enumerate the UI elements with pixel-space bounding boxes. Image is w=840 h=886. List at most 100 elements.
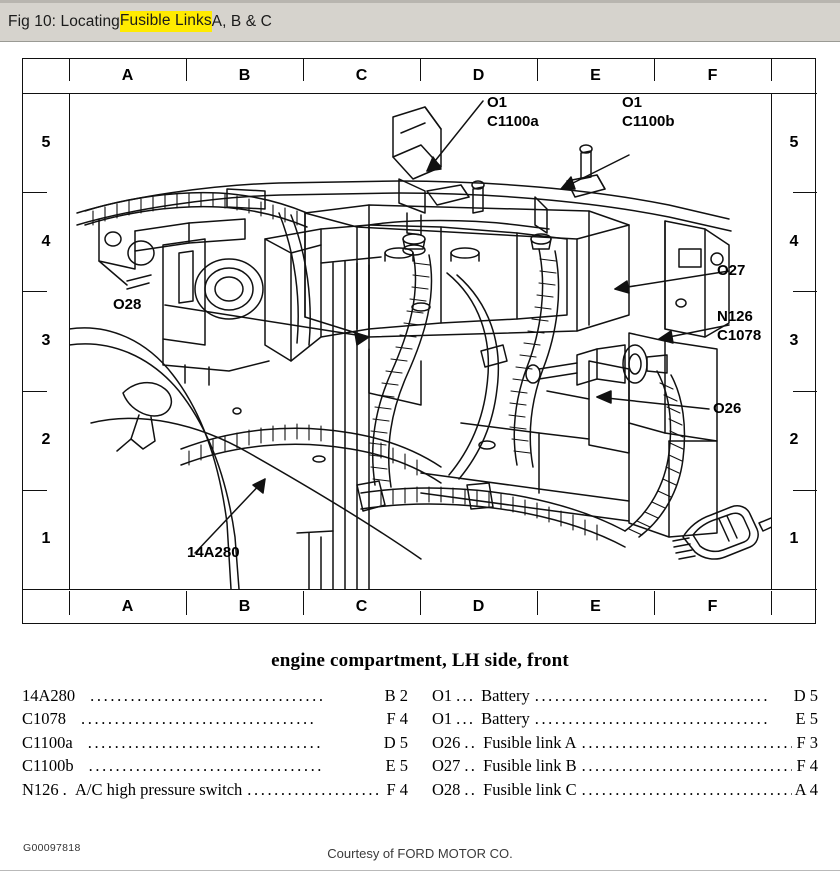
grid-tick-right-2: [793, 291, 817, 293]
callout-o1-c1100b-line2: C1100b: [622, 113, 675, 130]
grid-axis-bottom: A B C D E F: [23, 589, 817, 625]
callout-o27: O27: [717, 261, 745, 280]
legend-row: O1 ... Battery .........................…: [432, 709, 818, 732]
legend-code: C1100a: [22, 732, 73, 752]
grid-col-label-a-top: A: [121, 67, 134, 84]
legend-row: C1078 ..................................…: [22, 709, 408, 732]
grid-tick-right-1: [793, 192, 817, 194]
legend-description: Fusible link B: [483, 756, 577, 776]
legend-description: A/C high pressure switch: [75, 779, 243, 799]
figure-title-bar: Fig 10: Locating Fusible Links A, B & C: [0, 0, 840, 42]
legend-row: O26 .. Fusible link A ..................…: [432, 733, 818, 756]
callout-o28: O28: [113, 295, 141, 314]
legend-code: O1: [432, 686, 453, 705]
titlebar-top-edge: [0, 0, 840, 3]
grid-tick-top-2: [303, 59, 304, 81]
figure-caption: engine compartment, LH side, front: [271, 650, 569, 671]
legend-description: Battery: [481, 709, 530, 729]
grid-col-label-b-top: B: [238, 67, 251, 84]
callout-n126-line1: N126: [717, 308, 753, 325]
legend-description: Fusible link A: [483, 732, 577, 752]
figure-title: Fig 10: Locating Fusible Links A, B & C: [8, 5, 836, 38]
grid-tick-top-4: [537, 59, 538, 81]
legend-separator: ..: [464, 779, 478, 799]
legend-separator: ..: [464, 732, 478, 752]
grid-tick-top-1: [186, 59, 187, 81]
callout-o1-c1100a-line1: O1: [487, 94, 508, 111]
legend-code: C1078: [22, 709, 67, 729]
callout-o27-line1: O27: [717, 262, 746, 279]
figure-title-highlight: Fusible Links: [119, 11, 212, 32]
callout-o26: O26: [713, 399, 741, 418]
grid-tick-bottom-2: [303, 591, 304, 615]
grid-tick-bottom-3: [420, 591, 421, 615]
figure-title-prefix: Fig 10: Locating: [8, 12, 120, 30]
graphic-number: G00097818: [23, 842, 81, 854]
grid-col-label-c-top: C: [355, 67, 368, 84]
legend-grid-ref: F 4: [386, 709, 408, 729]
legend-code: O26: [432, 732, 461, 752]
legend-leader-dots: ...................................: [247, 779, 382, 799]
grid-col-label-e-bottom: E: [590, 598, 601, 615]
grid-tick-left-3: [23, 390, 47, 392]
legend-row: N126 . A/C high pressure switch ........…: [22, 780, 408, 803]
legend-leader-dots: ...................................: [87, 732, 324, 752]
grid-tick-bottom-5: [654, 591, 655, 615]
grid-row-label-2-right: 2: [789, 431, 799, 449]
grid-row-label-1-right: 1: [789, 530, 799, 548]
grid-col-label-a-bottom: A: [121, 598, 134, 615]
grid-row-label-4-left: 4: [41, 232, 51, 250]
grid-tick-left-2: [23, 291, 47, 293]
legend-column-right: O1 ... Battery .........................…: [432, 686, 818, 803]
grid-tick-left-4: [23, 489, 47, 491]
grid-tick-left-1: [23, 192, 47, 194]
grid-col-label-f-bottom: F: [707, 598, 718, 615]
callout-harness-14a280: 14A280: [187, 543, 240, 562]
legend-grid-ref: A 4: [794, 779, 818, 799]
grid-col-label-c-bottom: C: [355, 598, 368, 615]
callout-o1-c1100a-line2: C1100a: [487, 113, 539, 130]
callout-o1-c1100a: O1 C1100a: [487, 93, 539, 131]
legend-row: O28 .. Fusible link C ..................…: [432, 780, 818, 803]
legend-separator: ..: [464, 756, 478, 776]
legend-leader-dots: ...................................: [581, 756, 792, 776]
callout-o28-line1: O28: [113, 296, 142, 313]
engine-compartment-linework: [69, 100, 771, 589]
grid-col-label-e-top: E: [590, 67, 601, 84]
legend-grid-ref: F 3: [796, 732, 818, 752]
legend-grid-ref: E 5: [795, 709, 818, 729]
diagram-frame: A B C D E F A B C D E F 5 4: [22, 58, 817, 625]
callout-n126-c1078: N126 C1078: [717, 307, 761, 345]
legend-row: C1100b .................................…: [22, 756, 408, 779]
callout-o1-c1100b: O1 C1100b: [622, 93, 675, 131]
grid-col-label-d-top: D: [472, 67, 485, 84]
figure-title-suffix: A, B & C: [211, 12, 272, 30]
grid-col-label-b-bottom: B: [238, 598, 251, 615]
grid-tick-bottom-4: [537, 591, 538, 615]
legend-leader-dots: ...................................: [88, 756, 325, 776]
legend-grid-ref: D 5: [793, 686, 818, 705]
grid-row-label-3-right: 3: [789, 331, 799, 349]
grid-axis-right: 5 4 3 2 1: [771, 93, 817, 589]
grid-rail-right: [771, 93, 772, 589]
legend-leader-dots: ...................................: [534, 709, 771, 729]
grid-tick-bottom-1: [186, 591, 187, 615]
legend-grid-ref: D 5: [383, 732, 408, 752]
grid-tick-right-3: [793, 390, 817, 392]
grid-tick-bottom-0: [69, 591, 70, 615]
footer-credit: Courtesy of FORD MOTOR CO.: [327, 846, 513, 861]
legend-row: C1100a .................................…: [22, 733, 408, 756]
legend-leader-dots: ...................................: [581, 732, 792, 752]
legend-grid-ref: F 4: [386, 779, 408, 799]
grid-rule-top: [23, 93, 817, 94]
grid-rule-bottom: [23, 589, 817, 590]
legend-code: O27: [432, 756, 461, 776]
component-legend: 14A280 .................................…: [22, 686, 818, 804]
grid-tick-top-6: [771, 59, 772, 81]
legend-description: Battery: [481, 686, 530, 705]
grid-row-label-1-left: 1: [41, 530, 51, 548]
legend-leader-dots: ...................................: [81, 709, 317, 729]
legend-grid-ref: E 5: [385, 756, 408, 776]
legend-leader-dots: ...................................: [534, 686, 771, 705]
callout-o1-c1100b-line1: O1: [622, 94, 643, 111]
